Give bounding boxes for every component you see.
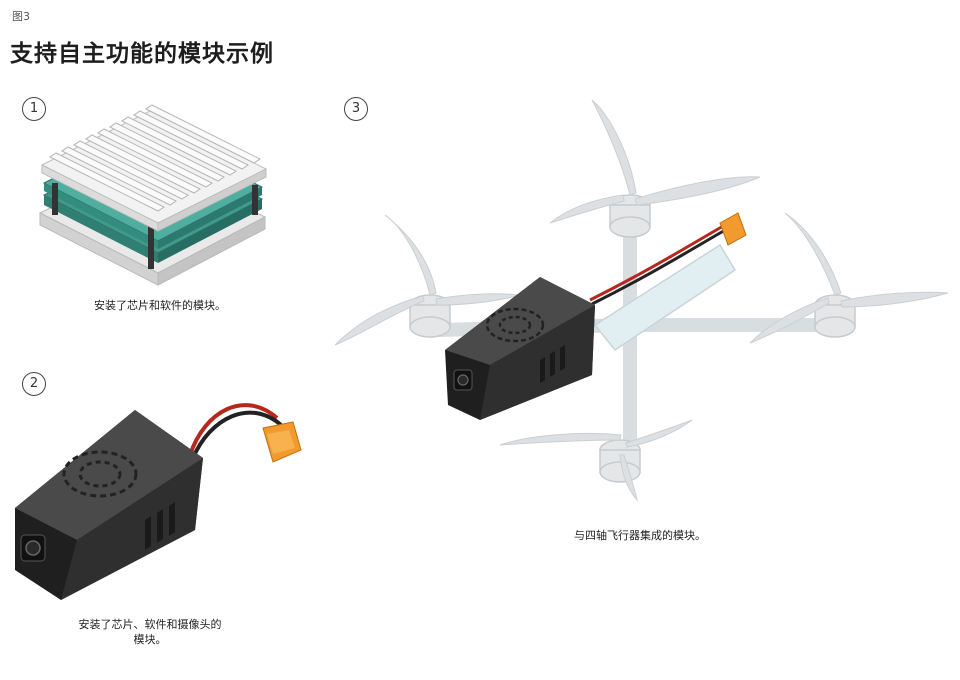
panel-1-number-badge: 1 [22, 97, 46, 121]
panel-3-caption: 与四轴飞行器集成的模块。 [574, 529, 706, 542]
heatsink-chip-module-illustration [38, 104, 268, 286]
figure-title: 支持自主功能的模块示例 [10, 41, 274, 67]
panel-2-number-badge: 2 [22, 372, 46, 396]
panel-2-caption: 安装了芯片、软件和摄像头的 模块。 [50, 617, 250, 647]
panel-1-caption: 安装了芯片和软件的模块。 [94, 299, 226, 312]
panel-2-caption-line-2: 模块。 [133, 633, 167, 646]
panel-2-caption-line-1: 安装了芯片、软件和摄像头的 [78, 618, 222, 631]
camera-module-illustration [15, 403, 302, 600]
quadcopter-with-module-illustration [334, 99, 949, 502]
panel-3-number-badge: 3 [344, 97, 368, 121]
figure-label: 图3 [12, 10, 30, 23]
